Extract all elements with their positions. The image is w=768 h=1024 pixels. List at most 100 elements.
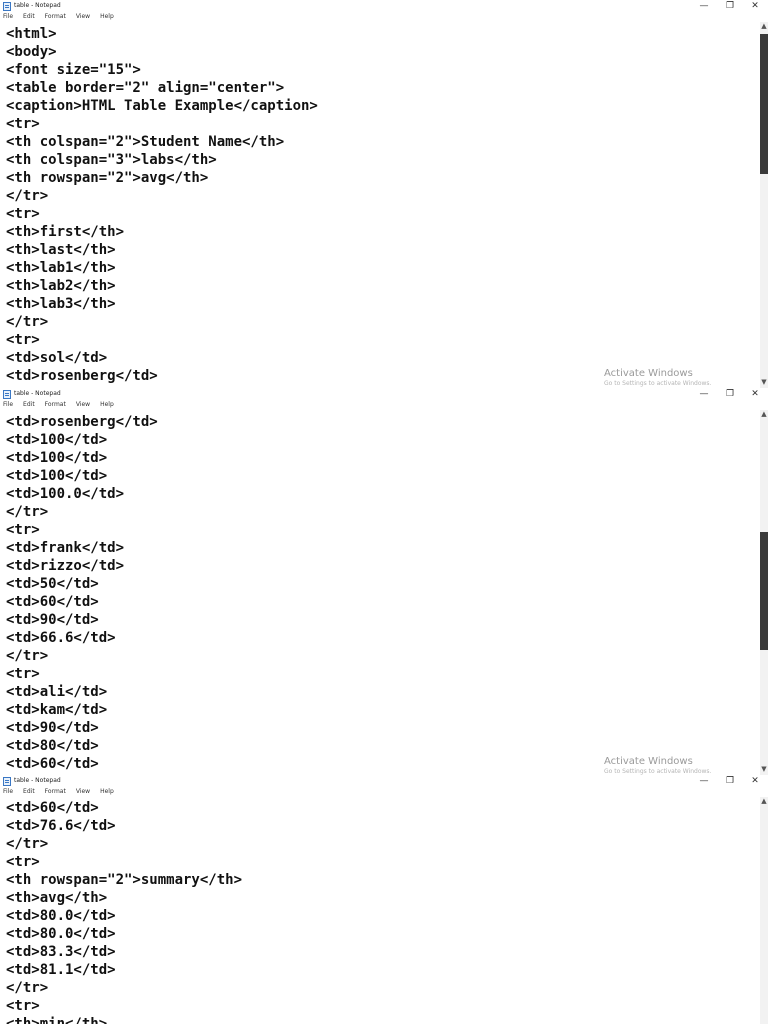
- code-line: <caption>HTML Table Example</caption>: [6, 98, 318, 114]
- code-line: </tr>: [6, 648, 49, 664]
- code-line: <font size="15">: [6, 62, 141, 78]
- code-line: <td>83.3</td>: [6, 944, 116, 960]
- scroll-down-arrow-icon[interactable]: ▼: [761, 378, 767, 386]
- notepad-window-1: table - Notepad — ❐ ✕ File Edit Format V…: [0, 0, 768, 388]
- text-editor[interactable]: <td>rosenberg</td> <td>100</td> <td>100</t…: [6, 413, 158, 773]
- menu-help[interactable]: Help: [100, 401, 114, 408]
- menu-edit[interactable]: Edit: [23, 13, 35, 20]
- maximize-button[interactable]: ❐: [725, 389, 735, 399]
- code-line: <td>ali</td>: [6, 684, 108, 700]
- scroll-thumb[interactable]: [760, 34, 768, 174]
- menu-format[interactable]: Format: [44, 13, 66, 20]
- code-line: </tr>: [6, 188, 49, 204]
- code-line: </tr>: [6, 836, 49, 852]
- code-line: <td>60</td>: [6, 800, 99, 816]
- code-line: </tr>: [6, 980, 49, 996]
- menu-file[interactable]: File: [3, 13, 14, 20]
- minimize-button[interactable]: —: [699, 776, 709, 786]
- text-editor[interactable]: <html> <body> <font size="15"> <table borde…: [6, 25, 318, 385]
- code-line: </tr>: [6, 314, 49, 330]
- title-bar[interactable]: table - Notepad — ❐ ✕: [0, 775, 768, 787]
- maximize-button[interactable]: ❐: [725, 776, 735, 786]
- menu-bar: File Edit Format View Help: [2, 787, 123, 797]
- code-line: <th>lab3</th>: [6, 296, 116, 312]
- code-line: </tr>: [6, 504, 49, 520]
- code-line: <tr>: [6, 116, 40, 132]
- code-line: <th rowspan="2">summary</th>: [6, 872, 243, 888]
- code-line: <body>: [6, 44, 57, 60]
- menu-file[interactable]: File: [3, 788, 14, 795]
- code-line: <td>80.0</td>: [6, 908, 116, 924]
- code-line: <th colspan="2">Student Name</th>: [6, 134, 285, 150]
- scroll-up-arrow-icon[interactable]: ▲: [761, 22, 767, 30]
- code-line: <td>90</td>: [6, 720, 99, 736]
- activate-windows-subtitle: Go to Settings to activate Windows.: [604, 768, 712, 775]
- code-line: <tr>: [6, 206, 40, 222]
- vertical-scrollbar[interactable]: ▲ ▼: [760, 410, 768, 775]
- activate-windows-watermark: Activate Windows: [604, 368, 693, 379]
- code-line: <td>50</td>: [6, 576, 99, 592]
- code-line: <td>60</td>: [6, 756, 99, 772]
- close-button[interactable]: ✕: [751, 389, 759, 399]
- code-line: <th>avg</th>: [6, 890, 108, 906]
- menu-help[interactable]: Help: [100, 788, 114, 795]
- code-line: <td>rosenberg</td>: [6, 414, 158, 430]
- maximize-button[interactable]: ❐: [725, 1, 735, 11]
- scroll-up-arrow-icon[interactable]: ▲: [761, 410, 767, 418]
- minimize-button[interactable]: —: [699, 1, 709, 11]
- scroll-down-arrow-icon[interactable]: ▼: [761, 765, 767, 773]
- code-line: <td>100.0</td>: [6, 486, 125, 502]
- notepad-window-3: table - Notepad — ❐ ✕ File Edit Format V…: [0, 775, 768, 1024]
- code-line: <th>min</th>: [6, 1016, 108, 1024]
- menu-format[interactable]: Format: [44, 788, 66, 795]
- close-button[interactable]: ✕: [751, 776, 759, 786]
- code-line: <tr>: [6, 998, 40, 1014]
- code-line: <html>: [6, 26, 57, 42]
- code-line: <td>90</td>: [6, 612, 99, 628]
- code-line: <tr>: [6, 332, 40, 348]
- code-line: <td>76.6</td>: [6, 818, 116, 834]
- notepad-icon: [3, 777, 11, 786]
- code-line: <td>81.1</td>: [6, 962, 116, 978]
- notepad-icon: [3, 390, 11, 399]
- menu-bar: File Edit Format View Help: [2, 12, 123, 22]
- window-title: table - Notepad: [14, 390, 61, 397]
- notepad-icon: [3, 2, 11, 11]
- text-editor[interactable]: <td>60</td> <td>76.6</td> </tr> <tr> <th row…: [6, 799, 242, 1024]
- scroll-thumb[interactable]: [760, 532, 768, 650]
- window-title: table - Notepad: [14, 777, 61, 784]
- code-line: <td>100</td>: [6, 432, 108, 448]
- activate-windows-watermark: Activate Windows: [604, 756, 693, 767]
- close-button[interactable]: ✕: [751, 1, 759, 11]
- code-line: <td>100</td>: [6, 450, 108, 466]
- code-line: <tr>: [6, 522, 40, 538]
- code-line: <td>80</td>: [6, 738, 99, 754]
- menu-bar: File Edit Format View Help: [2, 400, 123, 410]
- code-line: <th>lab2</th>: [6, 278, 116, 294]
- menu-view[interactable]: View: [75, 13, 91, 20]
- menu-file[interactable]: File: [3, 401, 14, 408]
- menu-edit[interactable]: Edit: [23, 401, 35, 408]
- menu-view[interactable]: View: [75, 788, 91, 795]
- window-title: table - Notepad: [14, 2, 61, 9]
- code-line: <tr>: [6, 854, 40, 870]
- title-bar[interactable]: table - Notepad — ❐ ✕: [0, 0, 768, 12]
- code-line: <th rowspan="2">avg</th>: [6, 170, 209, 186]
- vertical-scrollbar[interactable]: ▲ ▼: [760, 22, 768, 388]
- menu-format[interactable]: Format: [44, 401, 66, 408]
- code-line: <td>sol</td>: [6, 350, 108, 366]
- menu-view[interactable]: View: [75, 401, 91, 408]
- code-line: <td>80.0</td>: [6, 926, 116, 942]
- title-bar[interactable]: table - Notepad — ❐ ✕: [0, 388, 768, 400]
- menu-edit[interactable]: Edit: [23, 788, 35, 795]
- minimize-button[interactable]: —: [699, 389, 709, 399]
- code-line: <td>60</td>: [6, 594, 99, 610]
- menu-help[interactable]: Help: [100, 13, 114, 20]
- vertical-scrollbar[interactable]: ▲: [760, 797, 768, 1024]
- code-line: <td>rosenberg</td>: [6, 368, 158, 384]
- scroll-up-arrow-icon[interactable]: ▲: [761, 797, 767, 805]
- code-line: <th>first</th>: [6, 224, 125, 240]
- code-line: <th>lab1</th>: [6, 260, 116, 276]
- code-line: <td>frank</td>: [6, 540, 125, 556]
- code-line: <table border="2" align="center">: [6, 80, 285, 96]
